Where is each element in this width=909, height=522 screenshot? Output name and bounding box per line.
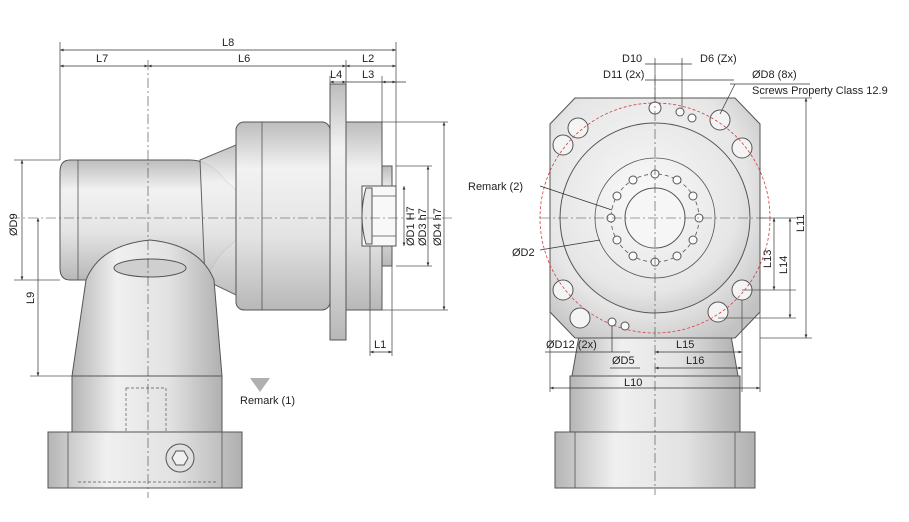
- output-flange: [329, 83, 347, 341]
- label-remark-2: Remark (2): [468, 181, 523, 193]
- label-D4: ØD4 h7: [432, 208, 444, 246]
- remark-1-marker: [250, 378, 270, 392]
- label-L15: L15: [676, 339, 694, 351]
- label-L11: L11: [795, 214, 807, 232]
- label-L7: L7: [96, 53, 108, 65]
- side-view: [10, 42, 455, 498]
- label-D3: ØD3 h7: [417, 208, 429, 246]
- mounting-holes: [552, 109, 753, 329]
- label-L2: L2: [362, 53, 374, 65]
- label-D1: ØD1 H7: [405, 206, 417, 246]
- label-D11: D11 (2x): [603, 69, 644, 81]
- label-D6: D6 (Zx): [700, 53, 737, 65]
- label-D8: ØD8 (8x): [752, 69, 797, 81]
- label-D2: ØD2: [512, 247, 535, 259]
- label-L14: L14: [778, 256, 790, 274]
- label-L16: L16: [686, 355, 704, 367]
- label-L10: L10: [624, 377, 642, 389]
- label-D10: D10: [622, 53, 642, 65]
- label-L9: L9: [25, 292, 37, 304]
- front-view: [539, 58, 812, 495]
- label-L8: L8: [222, 37, 234, 49]
- label-L4: L4: [330, 69, 342, 81]
- motor-flange-block: [47, 431, 243, 489]
- label-D9: ØD9: [8, 213, 20, 236]
- label-L1: L1: [374, 339, 386, 351]
- label-L13: L13: [762, 250, 774, 268]
- label-D12: ØD12 (2x): [546, 339, 597, 351]
- gear-housing: [235, 121, 331, 311]
- label-remark-1: Remark (1): [240, 395, 295, 407]
- label-D5: ØD5: [612, 355, 635, 367]
- label-L3: L3: [362, 69, 374, 81]
- motor-adapter: [71, 239, 223, 377]
- label-L6: L6: [238, 53, 250, 65]
- label-screws: Screws Property Class 12.9: [752, 85, 888, 97]
